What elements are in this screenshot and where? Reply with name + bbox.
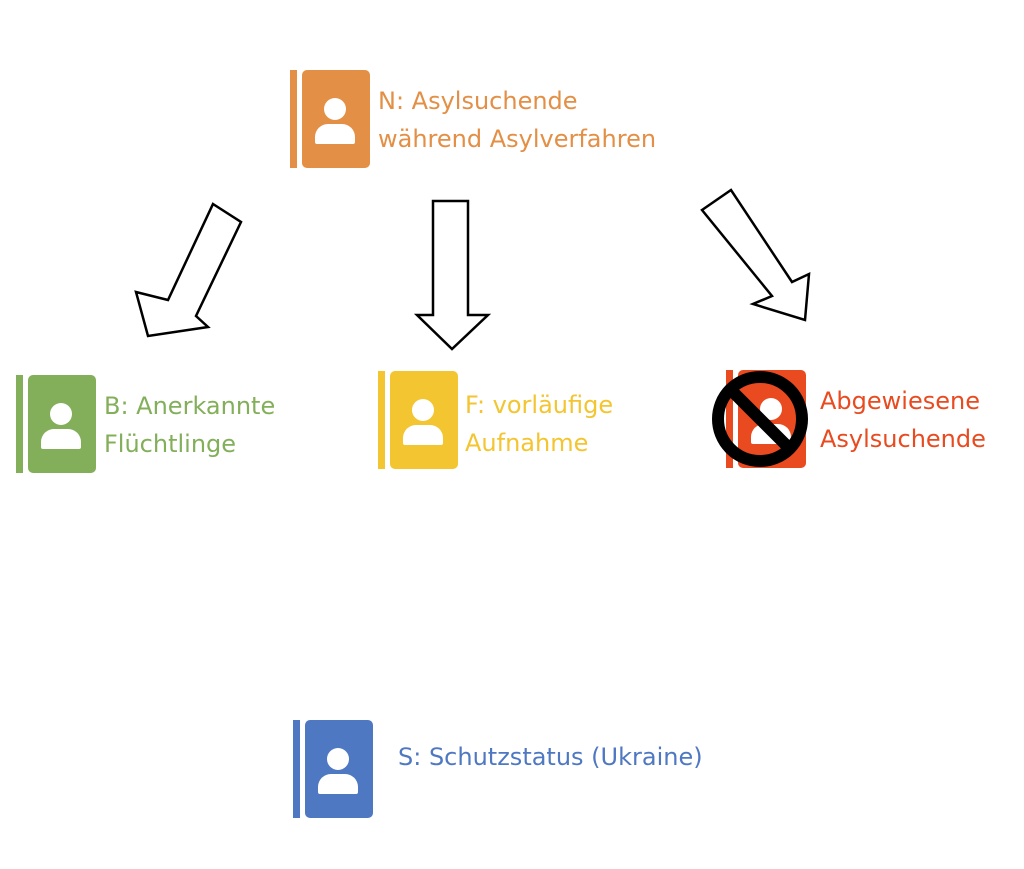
- arrow-icon-to-rejected: [700, 188, 811, 322]
- node-f-line2: Aufnahme: [465, 429, 589, 457]
- node-s-line1: S: Schutzstatus (Ukraine): [398, 743, 703, 771]
- prohibited-icon: [712, 371, 808, 467]
- node-rejected-line2: Asylsuchende: [820, 425, 986, 453]
- node-n-line1: N: Asylsuchende: [378, 87, 578, 115]
- node-n-line2: während Asylverfahren: [378, 125, 657, 153]
- node-rejected-line1: Abgewiesene: [820, 387, 980, 415]
- person-book-icon: [290, 70, 370, 168]
- node-b-line1: B: Anerkannte: [104, 392, 276, 420]
- person-book-icon: [378, 371, 458, 469]
- node-b-line2: Flüchtlinge: [104, 430, 237, 458]
- person-book-icon: [293, 720, 373, 818]
- node-f-line1: F: vorläufige: [465, 391, 614, 419]
- person-book-icon: [16, 375, 96, 473]
- arrow-icon-to-b: [134, 202, 243, 338]
- arrow-icon-to-f: [413, 199, 492, 351]
